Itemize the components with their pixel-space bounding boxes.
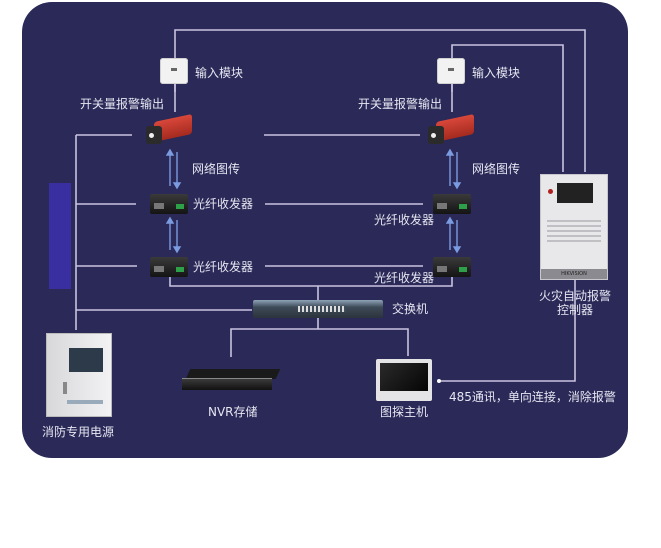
- alarm-output-left-label: 开关量报警输出: [80, 97, 165, 111]
- wire-right-module-to-controller: [451, 44, 564, 172]
- camera-right-icon: [428, 113, 474, 146]
- fiber-transceiver-bl-label: 光纤收发器: [193, 260, 254, 274]
- input-module-right-icon: [437, 58, 465, 84]
- fiber-transceiver-tr-label: 光纤收发器: [374, 213, 435, 227]
- wire-rs485: [439, 280, 576, 382]
- nvr-icon: [182, 369, 281, 391]
- fiber-transceiver-br-icon: [433, 257, 471, 277]
- accent-bar: [49, 183, 71, 289]
- power-cabinet-icon: [46, 333, 112, 417]
- network-switch-icon: [253, 300, 383, 318]
- fiber-transceiver-tl-label: 光纤收发器: [193, 197, 254, 211]
- power-supply-label: 消防专用电源: [42, 425, 115, 439]
- wire-switch-to-nvr-monitor: [230, 328, 409, 357]
- network-switch-label: 交换机: [392, 302, 429, 316]
- input-module-right-label: 输入模块: [472, 66, 521, 80]
- net-transfer-left-label: 网络图传: [192, 162, 241, 176]
- fiber-transceiver-tl-icon: [150, 194, 188, 214]
- input-module-left-label: 输入模块: [195, 66, 244, 80]
- fire-alarm-controller-label-1: 火灾自动报警: [539, 289, 612, 303]
- rs485-link-label: 485通讯，单向连接，消除报警: [449, 390, 616, 404]
- fiber-transceiver-tr-icon: [433, 194, 471, 214]
- fire-alarm-controller-label-2: 控制器: [557, 303, 594, 317]
- fire-alarm-controller-icon: HIKVISION: [540, 174, 608, 280]
- net-transfer-right-label: 网络图传: [472, 162, 521, 176]
- diagram-panel: [22, 2, 628, 458]
- nvr-label: NVR存储: [208, 405, 258, 419]
- fiber-transceiver-br-label: 光纤收发器: [374, 271, 435, 285]
- alarm-output-right-label: 开关量报警输出: [358, 97, 443, 111]
- monitor-host-icon: [376, 359, 432, 401]
- camera-left-icon: [146, 113, 192, 146]
- fiber-transceiver-bl-icon: [150, 257, 188, 277]
- wire-fibers-to-switch: [169, 277, 453, 287]
- controller-brand: HIKVISION: [541, 269, 607, 279]
- monitor-host-label: 图探主机: [380, 405, 429, 419]
- input-module-left-icon: [160, 58, 188, 84]
